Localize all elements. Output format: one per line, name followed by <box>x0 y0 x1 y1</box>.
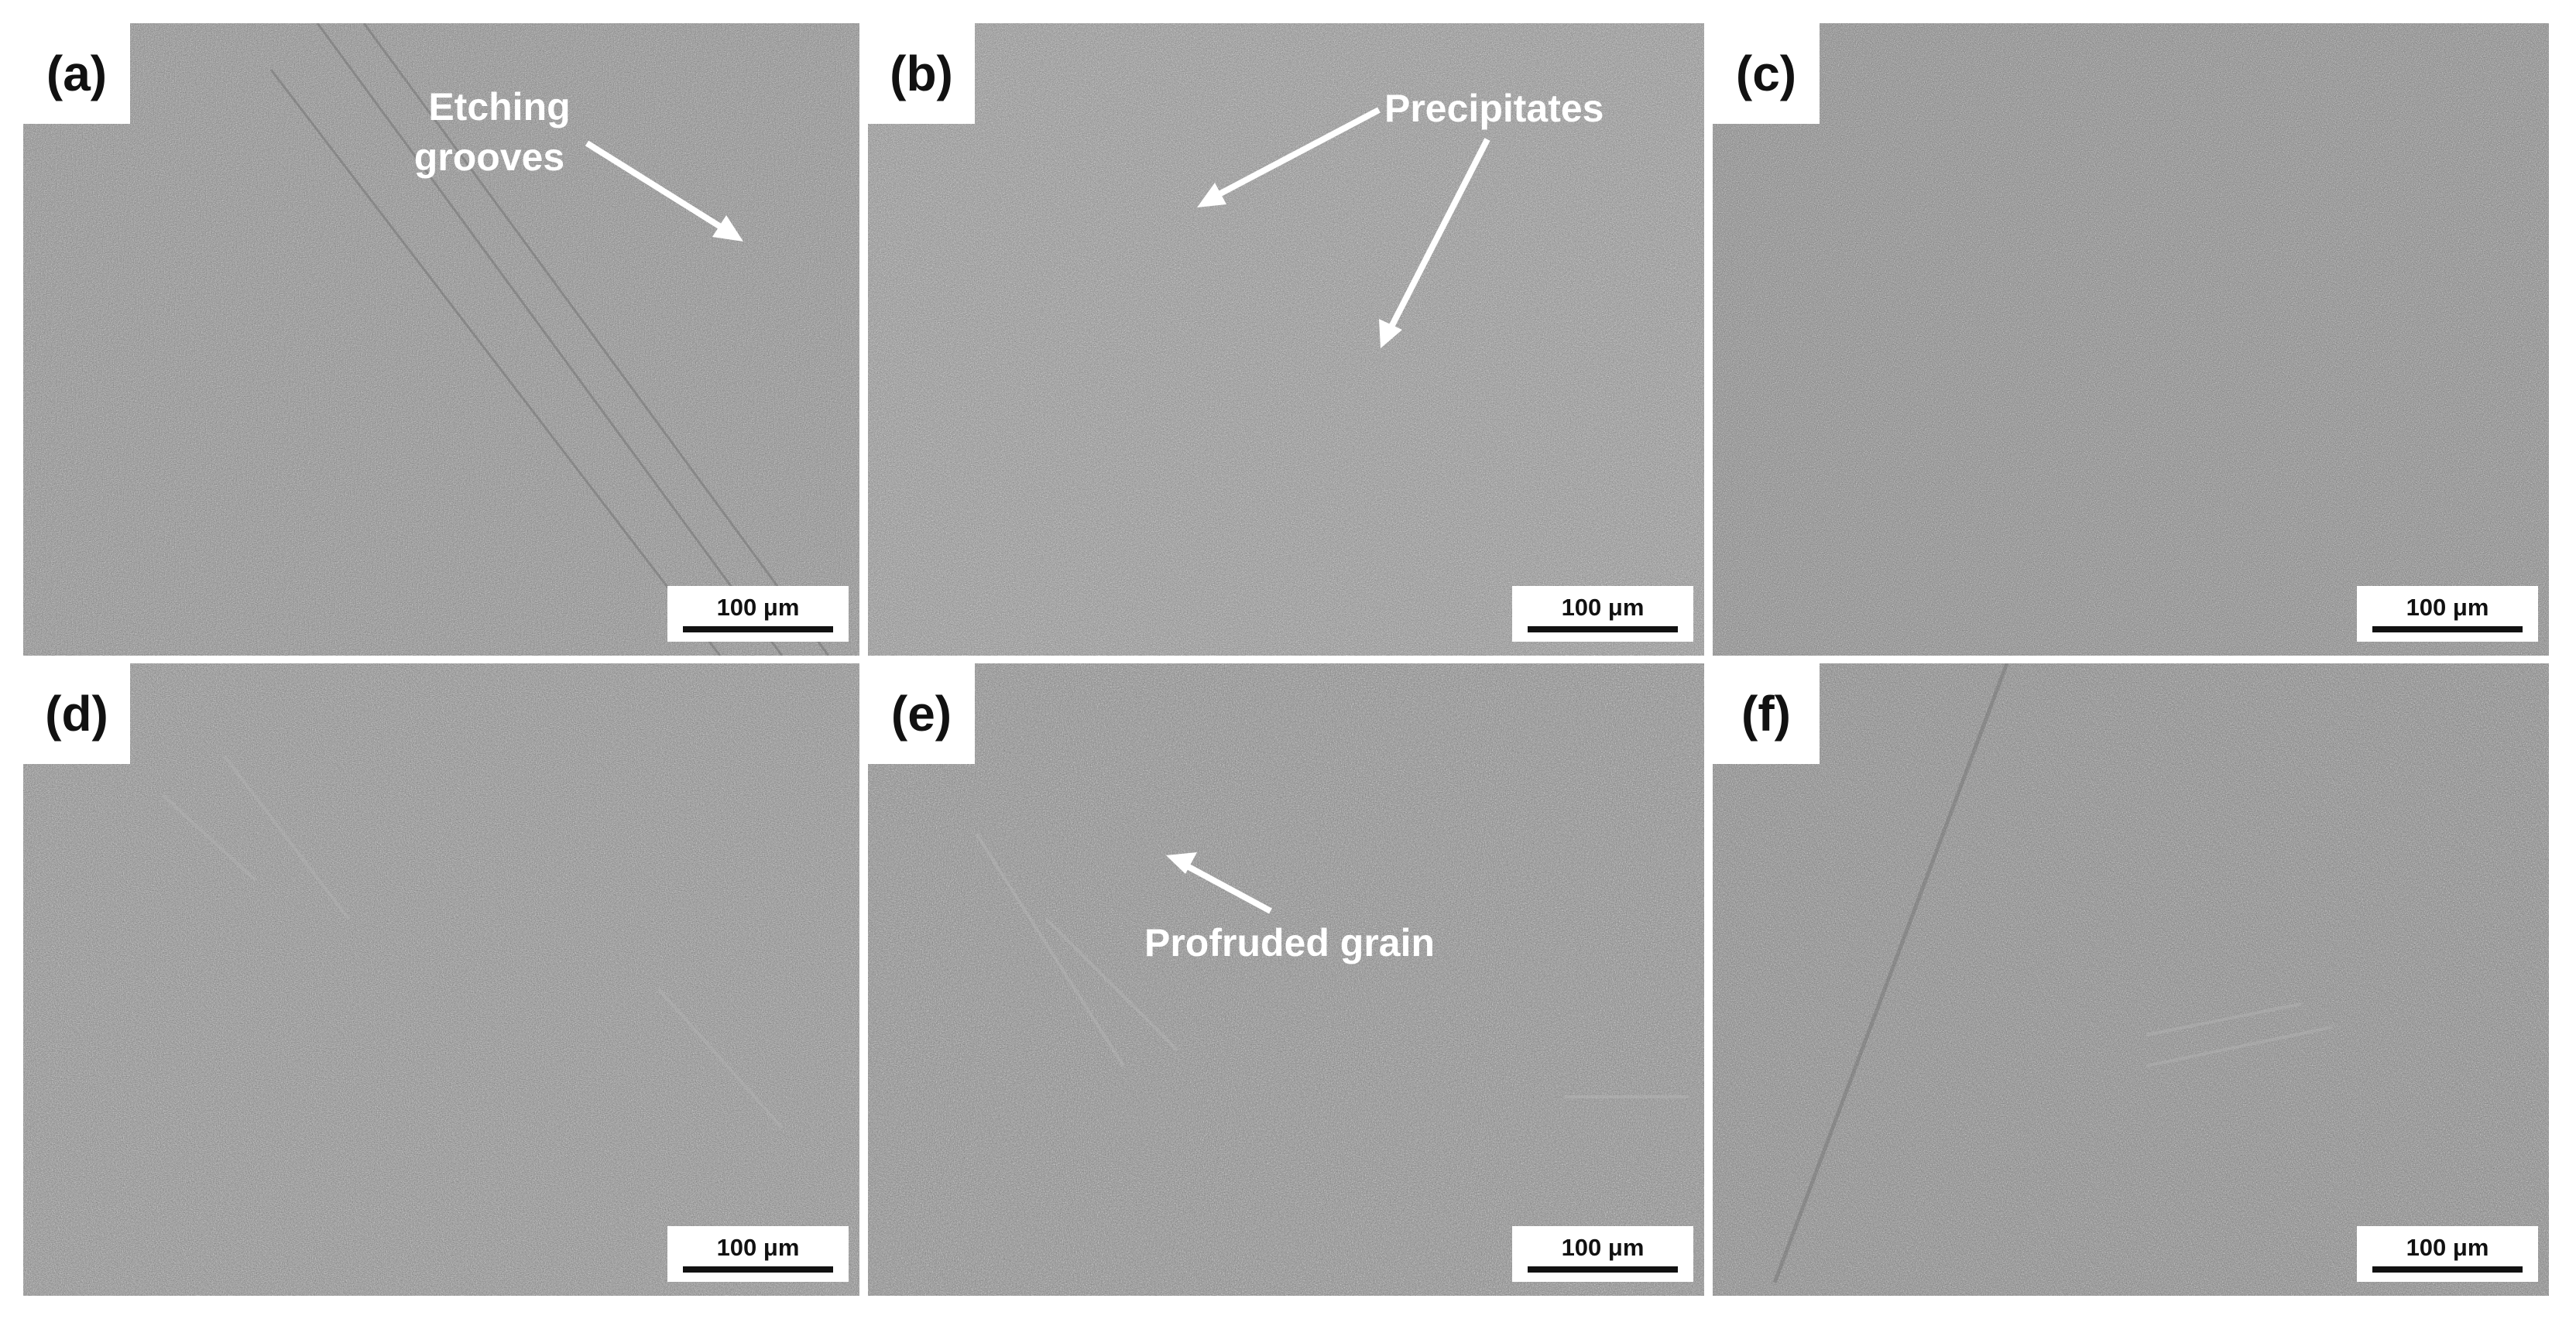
scale-bar-c: 100 μm <box>2357 586 2538 642</box>
scale-bar-line <box>1528 1266 1678 1273</box>
panel-label-d: (d) <box>23 663 130 764</box>
scale-bar-b: 100 μm <box>1512 586 1693 642</box>
sem-micrograph-a <box>23 23 859 656</box>
scale-bar-line <box>683 626 833 632</box>
panel-label-a: (a) <box>23 23 130 124</box>
sem-panel-e: (e) Profruded grain 100 μm <box>868 663 1704 1296</box>
scale-bar-e: 100 μm <box>1512 1226 1693 1282</box>
sem-panel-a: (a) Etching grooves 100 μm <box>23 23 859 656</box>
scale-bar-line <box>683 1266 833 1273</box>
sem-micrograph-f <box>1713 663 2549 1296</box>
scale-bar-label: 100 μm <box>716 1234 800 1261</box>
sem-panel-f: (f) 100 μm <box>1713 663 2549 1296</box>
scale-bar-label: 100 μm <box>716 594 800 621</box>
scale-bar-label: 100 μm <box>1561 594 1645 621</box>
sem-micrograph-e <box>868 663 1704 1296</box>
scale-bar-d: 100 μm <box>667 1226 849 1282</box>
panel-label-f: (f) <box>1713 663 1820 764</box>
scale-bar-line <box>2372 626 2523 632</box>
sem-panel-b: (b) Precipitates 100 μm <box>868 23 1704 656</box>
sem-micrograph-d <box>23 663 859 1296</box>
sem-panel-d: (d) 100 μm <box>23 663 859 1296</box>
sem-micrograph-c <box>1713 23 2549 656</box>
scale-bar-label: 100 μm <box>2406 1234 2489 1261</box>
scale-bar-a: 100 μm <box>667 586 849 642</box>
scale-bar-label: 100 μm <box>1561 1234 1645 1261</box>
scale-bar-line <box>1528 626 1678 632</box>
sem-micrograph-b <box>868 23 1704 656</box>
panel-label-c: (c) <box>1713 23 1820 124</box>
scale-bar-label: 100 μm <box>2406 594 2489 621</box>
panel-label-b: (b) <box>868 23 975 124</box>
scale-bar-f: 100 μm <box>2357 1226 2538 1282</box>
sem-panel-c: (c) 100 μm <box>1713 23 2549 656</box>
scale-bar-line <box>2372 1266 2523 1273</box>
panel-label-e: (e) <box>868 663 975 764</box>
